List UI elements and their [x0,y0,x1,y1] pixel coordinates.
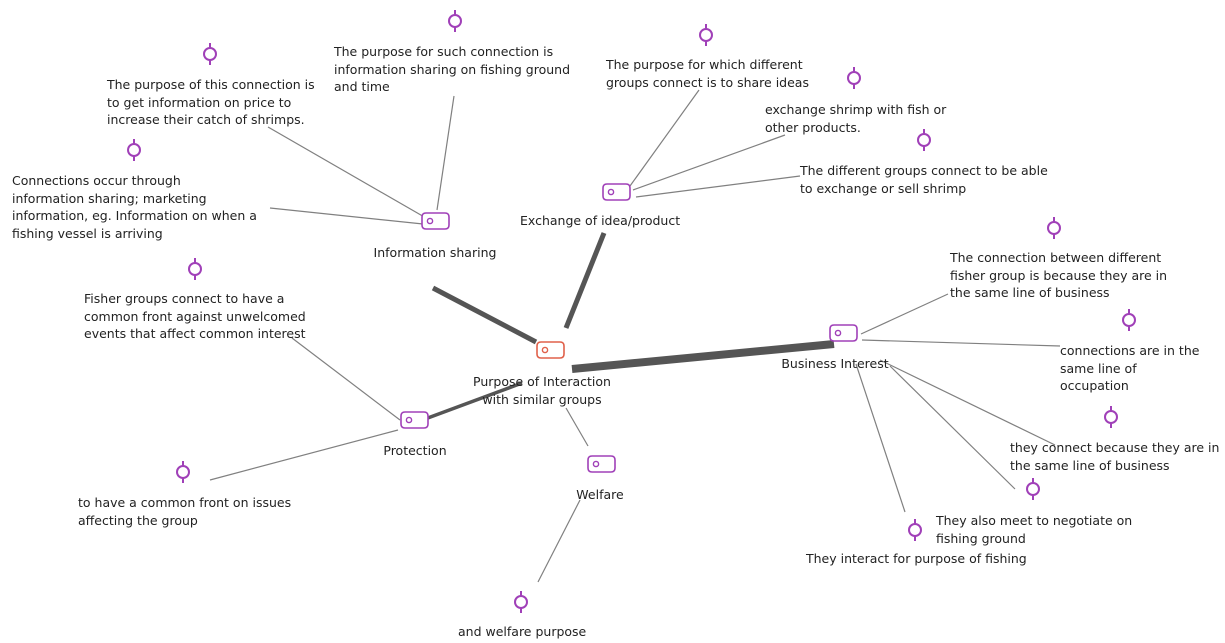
category-label-protection[interactable]: Protection [383,443,447,458]
quote-line: Connections occur through [12,173,181,188]
pin-icon-fishing-ground[interactable] [448,10,462,32]
quote-line: The purpose for which different [606,57,803,72]
edge-central-welfare [565,407,589,447]
pin-icon-same-line[interactable] [1047,217,1061,239]
quote-line: groups connect is to share ideas [606,74,809,90]
quote-line: affecting the group [78,512,198,528]
pin-icon-common-issues[interactable] [176,461,190,483]
edge-business-occupation [861,339,1061,347]
quote-line: The purpose of this connection is [107,77,315,92]
quote-line: increase their catch of shrimps. [107,112,305,127]
category-label-welfare[interactable]: Welfare [576,487,624,502]
edge-central-protection [416,381,523,424]
edge-info-vessel [269,207,424,225]
edge-exchange-sell [635,175,801,198]
edge-exchange-share [629,89,700,187]
pin-icon-price[interactable] [203,43,217,65]
quote-sell-shrimp[interactable]: The different groups connect to be able … [800,162,1048,197]
quote-line: information, eg. Information on when a [12,208,257,223]
tag-icon-business-interest[interactable] [829,324,858,342]
edge-business-connect [879,359,1056,446]
quote-line: common front against unwelcomed [84,308,306,324]
connector-lines [209,89,1061,583]
pin-icon-connect-business[interactable] [1104,406,1118,428]
central-node-label-line-2: with similar groups [482,391,602,407]
pin-icon-negotiate[interactable] [1026,478,1040,500]
pin-icon-common-events[interactable] [188,258,202,280]
category-label-information-sharing[interactable]: Information sharing [373,245,497,260]
quote-line: the same line of business [1010,457,1170,473]
edge-info-price [267,126,434,223]
quote-line: to have a common front on issues [78,495,292,510]
quote-vessel-arriving[interactable]: Connections occur through information sh… [12,172,257,242]
edge-central-business [571,340,835,373]
quote-connect-same-business[interactable]: they connect because they are in the sam… [1010,439,1219,474]
quote-line: The different groups connect to be able [800,163,1048,178]
edge-exchange-shrimp [632,134,786,191]
quote-share-ideas[interactable]: The purpose for which different groups c… [606,56,809,91]
quote-line: to get information on price to [107,94,292,110]
quote-line: to exchange or sell shrimp [800,180,967,196]
tag-icon-protection[interactable] [400,411,429,429]
central-node-label[interactable]: Purpose of Interaction with similar grou… [462,373,622,408]
quote-exchange-shrimp[interactable]: exchange shrimp with fish or other produ… [765,101,946,136]
quote-same-occupation[interactable]: connections are in the same line of occu… [1060,342,1199,395]
pin-icon-vessel[interactable] [127,139,141,161]
tag-icon-welfare[interactable] [587,455,616,473]
edge-central-exchange [563,232,607,329]
tag-icon-information-sharing[interactable] [421,212,450,230]
quote-line: other products. [765,119,861,135]
edge-central-info [431,285,538,345]
pin-icon-exchange-shrimp[interactable] [847,67,861,89]
edge-business-fishing [855,363,906,513]
quote-purpose-fishing[interactable]: They interact for purpose of fishing [806,551,1027,566]
quote-line: the same line of business [950,285,1110,300]
edge-business-negotiate [889,365,1016,490]
category-label-exchange[interactable]: Exchange of idea/product [520,213,681,228]
edge-protection-issues [209,429,399,481]
category-label-business-interest[interactable]: Business Interest [781,356,889,371]
edge-protection-events [291,337,401,421]
quote-line: exchange shrimp with fish or [765,102,947,117]
quote-line: The purpose for such connection is [334,44,554,59]
quote-common-front-issues[interactable]: to have a common front on issues affecti… [78,494,291,529]
pin-icon-share-ideas[interactable] [699,24,713,46]
quote-same-line-business[interactable]: The connection between different fisher … [950,249,1167,302]
quote-line: occupation [1060,378,1129,393]
quote-line: Fisher groups connect to have a [84,291,285,306]
edge-welfare-purpose [537,499,581,583]
tag-icon-central[interactable] [536,341,565,359]
quote-line: and time [334,79,390,94]
quote-line: information sharing; marketing [12,190,207,206]
quote-line: connections are in the [1060,343,1200,358]
quote-line: information sharing on fishing ground [334,61,571,77]
quote-line: The connection between different [950,250,1162,265]
edge-info-fishing-ground [436,95,455,211]
central-node-label-line-1: Purpose of Interaction [473,374,611,389]
pin-icon-fishing[interactable] [908,519,922,541]
pin-icon-welfare[interactable] [514,591,528,613]
quote-fishing-ground-time[interactable]: The purpose for such connection is infor… [334,43,570,96]
pin-icon-sell-shrimp[interactable] [917,129,931,151]
tag-icon-exchange[interactable] [602,183,631,201]
quote-common-front-events[interactable]: Fisher groups connect to have a common f… [84,290,306,343]
quote-line: fisher group is because they are in [950,267,1168,283]
edge-business-line [860,293,949,335]
quote-line: fishing vessel is arriving [12,225,163,241]
quote-line: They also meet to negotiate on [936,513,1133,528]
node-icons [127,10,1136,613]
pin-icon-occupation[interactable] [1122,309,1136,331]
quote-line: same line of [1060,360,1137,376]
quote-price-info[interactable]: The purpose of this connection is to get… [107,76,315,129]
quote-welfare-purpose[interactable]: and welfare purpose [458,624,587,639]
quote-negotiate-fishing-ground[interactable]: They also meet to negotiate on fishing g… [936,512,1132,547]
quote-line: events that affect common interest [84,326,306,341]
quote-line: fishing ground [936,530,1026,546]
quote-line: they connect because they are in [1010,440,1220,455]
